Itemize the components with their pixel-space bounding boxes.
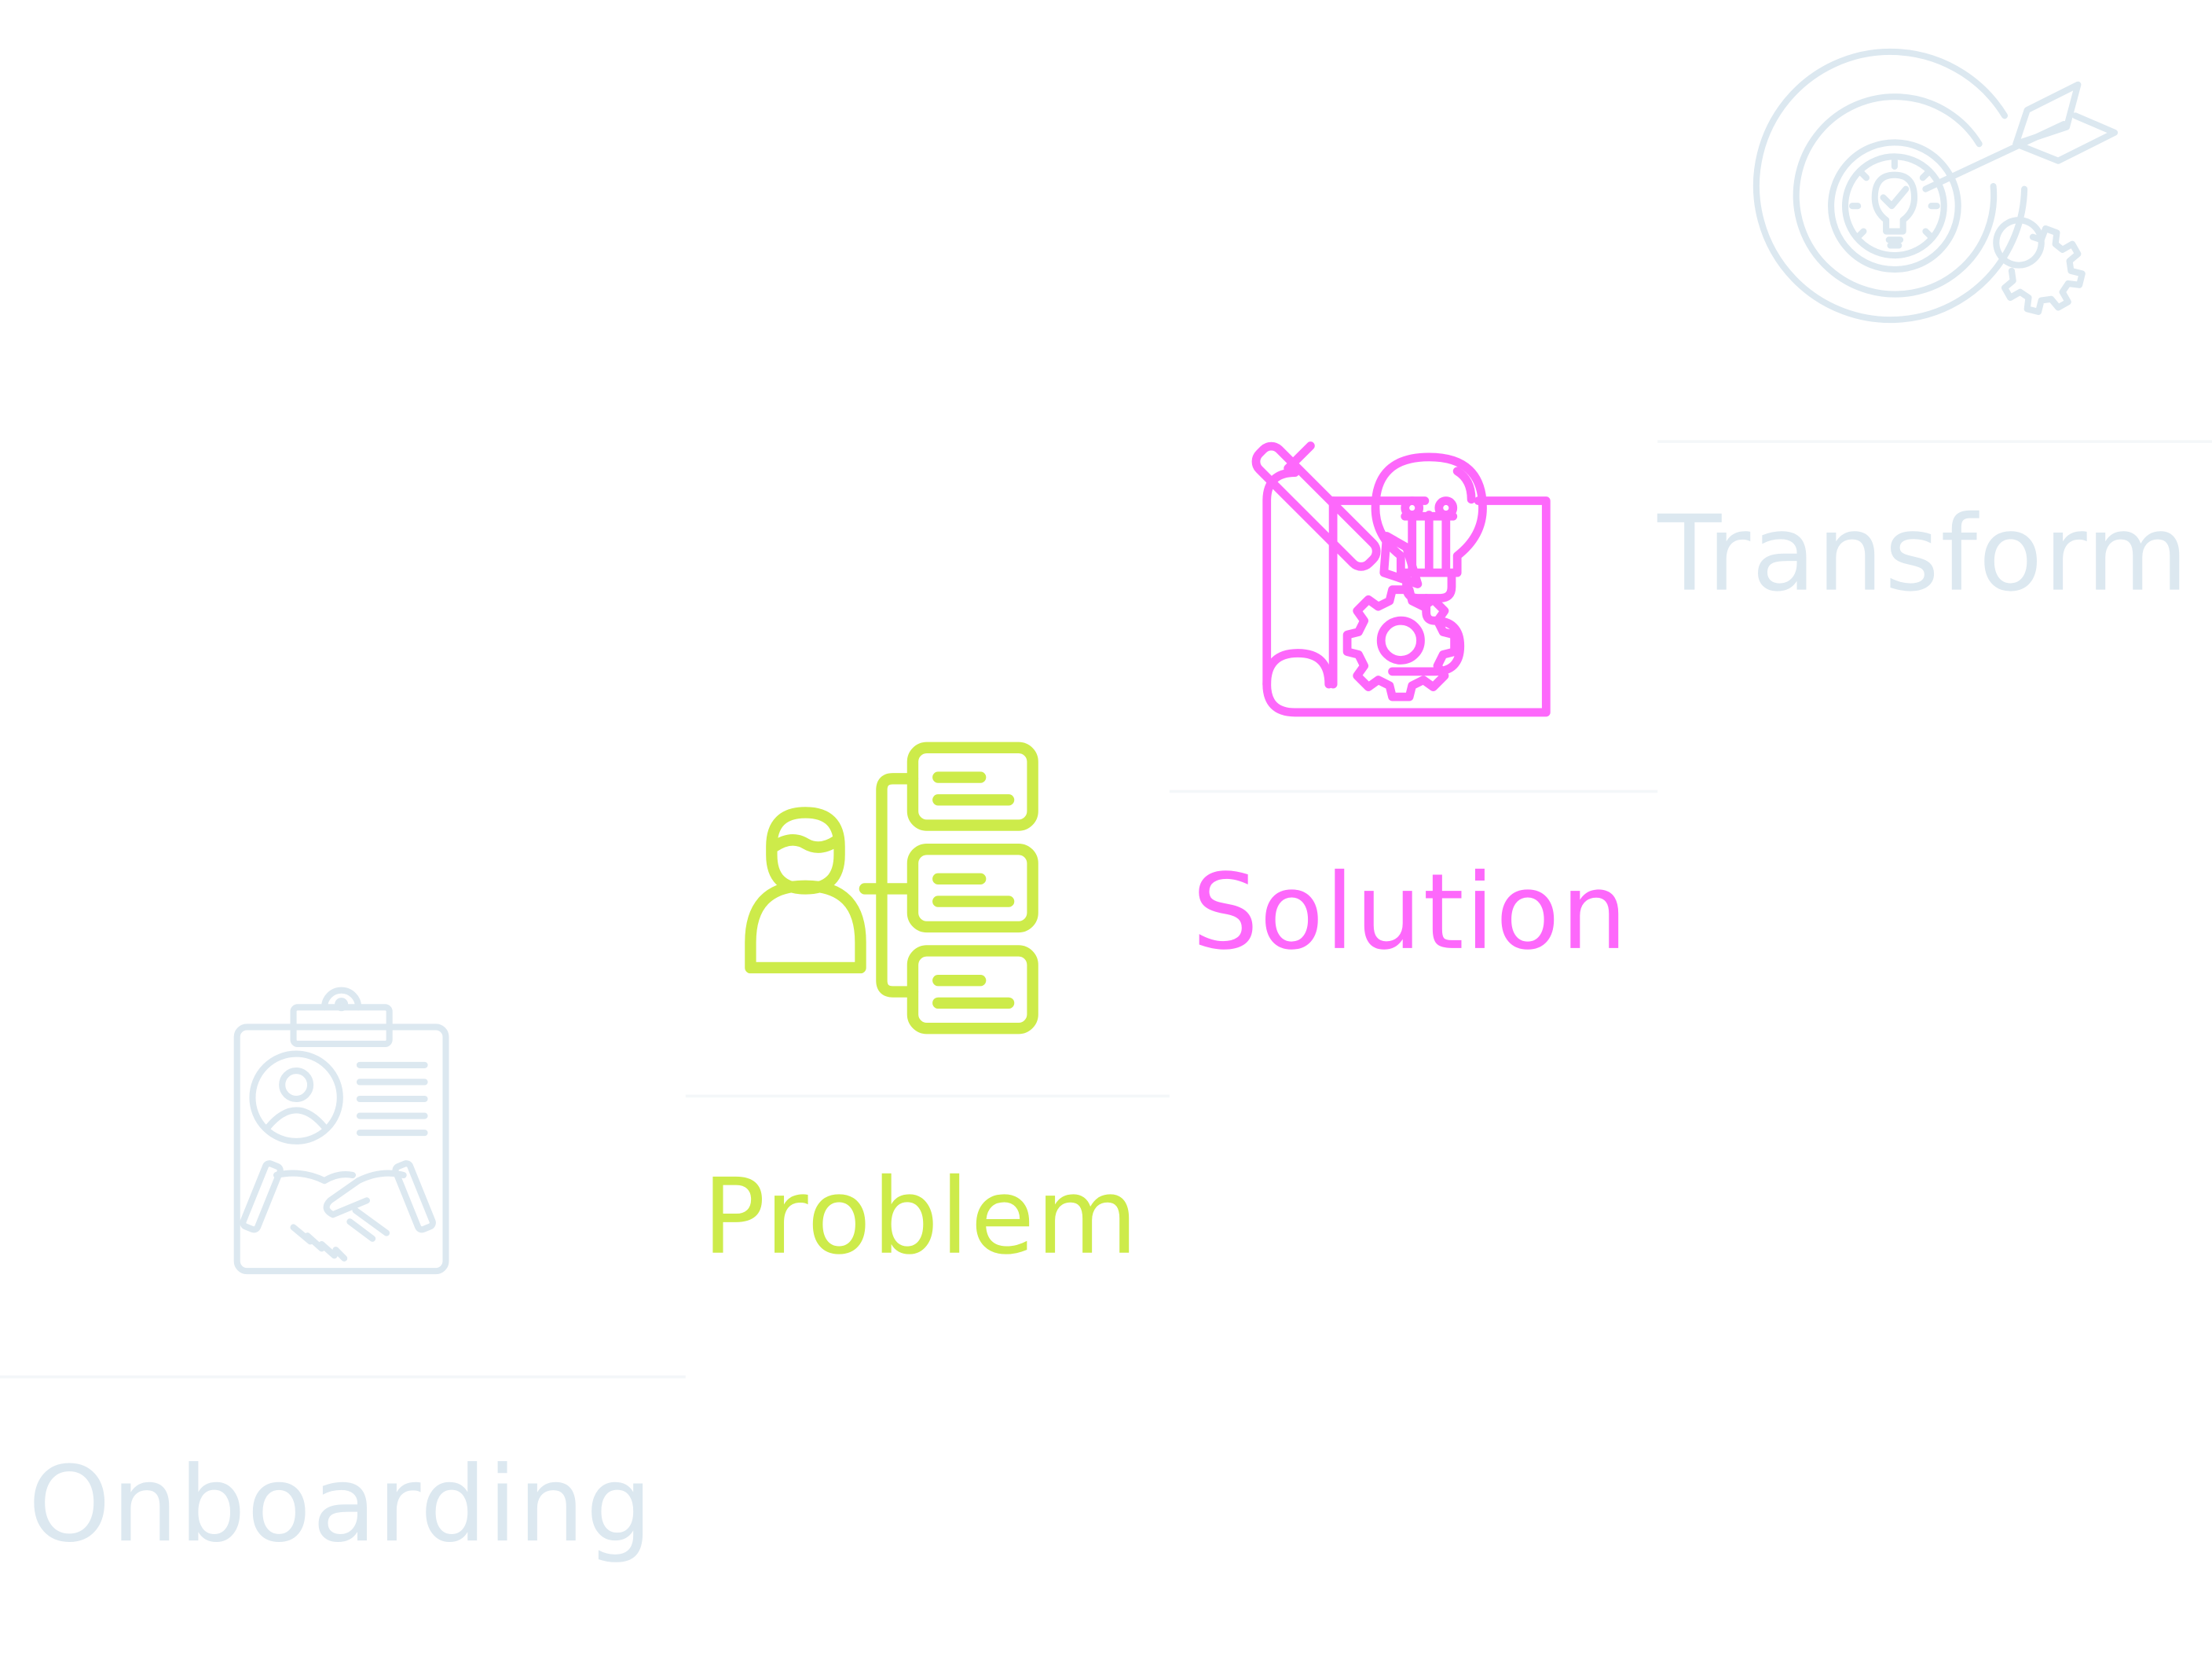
step-divider xyxy=(1657,440,2212,443)
step-label-onboarding: Onboarding xyxy=(27,1445,654,1566)
step-divider xyxy=(1169,789,1658,793)
blueprint-idea-icon xyxy=(1251,423,1563,727)
step-divider xyxy=(0,1375,686,1379)
step-label-solution: Solution xyxy=(1192,851,1629,974)
clipboard-handshake-icon xyxy=(225,985,458,1288)
step-label-problem: Problem xyxy=(702,1156,1140,1279)
person-list-icon xyxy=(741,736,1044,1039)
step-divider xyxy=(685,1094,1170,1098)
target-arrow-gear-icon xyxy=(1752,48,2127,376)
step-label-transform: Transform xyxy=(1657,493,2190,616)
